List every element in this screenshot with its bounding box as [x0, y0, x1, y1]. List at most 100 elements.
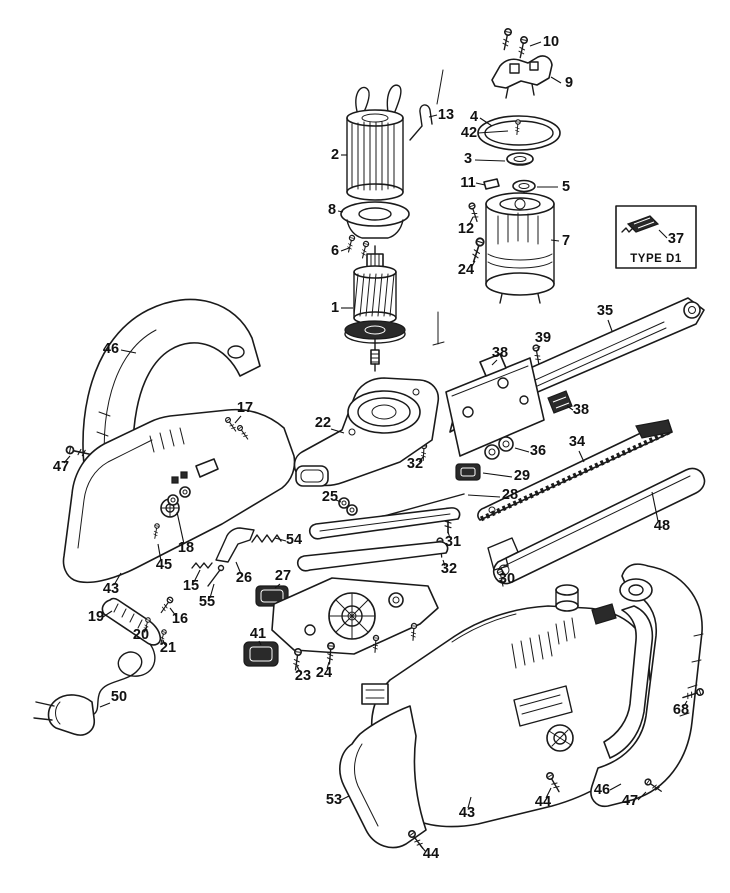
leader-line [193, 569, 201, 583]
part-label: 47 [622, 793, 638, 809]
part-label: 22 [315, 415, 331, 431]
bearing-plate [340, 201, 410, 260]
leader-line [162, 639, 166, 646]
part-label: 32 [407, 456, 423, 472]
support-bars [296, 507, 461, 572]
leader-line [330, 428, 345, 434]
leader-line [468, 216, 474, 226]
leader-line [658, 229, 668, 239]
leader-line [447, 531, 451, 539]
leader-line [514, 447, 530, 453]
part-label: 2 [331, 147, 339, 163]
leader-line [470, 260, 476, 269]
part-label: 8 [328, 202, 336, 218]
saw-blade [477, 419, 673, 522]
leader-line [683, 700, 688, 707]
part-label: 6 [331, 243, 339, 259]
part-label: 50 [111, 689, 127, 705]
part-label: 53 [326, 792, 342, 808]
part-label: 36 [530, 443, 546, 459]
leader-line [99, 702, 111, 708]
part-label: 24 [458, 262, 474, 278]
part-label: 27 [275, 568, 291, 584]
leader-line [335, 499, 342, 503]
leader-line [113, 572, 122, 586]
part-label: 20 [133, 627, 149, 643]
part-label: 26 [236, 570, 252, 586]
motor-housing [467, 192, 555, 304]
part-label: 31 [445, 534, 461, 550]
part-label: 10 [543, 34, 559, 50]
part-label: 44 [535, 794, 551, 810]
part-label: 34 [569, 434, 585, 450]
stray-marks [432, 69, 445, 346]
leader-line [479, 117, 493, 127]
leader-line [340, 795, 350, 801]
part-label: 46 [103, 341, 119, 357]
leader-line [102, 610, 113, 618]
part-label: 39 [535, 330, 551, 346]
leader-line [235, 561, 242, 575]
part-label: 42 [461, 125, 477, 141]
part-label: 19 [88, 609, 104, 625]
part-label: 43 [459, 805, 475, 821]
part-label: 37 [668, 231, 684, 247]
part-label: 23 [295, 668, 311, 684]
part-label: 4 [470, 109, 478, 125]
leader-line [274, 537, 287, 542]
leader-line [63, 455, 71, 464]
part-label: 32 [441, 561, 457, 577]
part-label: 16 [172, 611, 188, 627]
type-d1-box: TYPE D1 [615, 205, 697, 269]
rear-handle [590, 563, 704, 808]
part-label: 18 [178, 540, 194, 556]
leader-line [419, 844, 427, 853]
part-label: 21 [160, 640, 176, 656]
part-label: 29 [514, 468, 530, 484]
leader-line [477, 130, 509, 134]
leader-line [467, 494, 501, 498]
leader-line [326, 661, 330, 670]
part-label: 12 [458, 221, 474, 237]
part-label: 1 [331, 300, 339, 316]
part-label: 7 [562, 233, 570, 249]
leader-line [340, 247, 350, 252]
leader-line [143, 626, 148, 633]
leader-line [578, 450, 585, 463]
part-label: 46 [594, 782, 610, 798]
part-label: 41 [250, 626, 266, 642]
part-label: 44 [423, 846, 439, 862]
drive-plate [243, 577, 439, 672]
part-label: 48 [654, 518, 670, 534]
spacer-rings [338, 497, 358, 516]
leader-line [157, 543, 162, 562]
leader-line [536, 345, 541, 352]
leader-line [474, 159, 506, 162]
leader-line [176, 511, 185, 545]
part-label: 47 [53, 459, 69, 475]
part-label: 13 [438, 107, 454, 123]
leader-line [169, 607, 177, 617]
part-label: 43 [103, 581, 119, 597]
part-label: 45 [156, 557, 172, 573]
type-d1-label: TYPE D1 [630, 253, 682, 265]
leader-line [442, 559, 446, 567]
leader-line [258, 640, 262, 646]
leader-line [418, 456, 424, 463]
leader-line [337, 210, 344, 213]
leader-line [482, 472, 513, 478]
part-label: 28 [502, 487, 518, 503]
part-label: 24 [316, 665, 332, 681]
part-label: 38 [492, 345, 508, 361]
leader-line [637, 791, 647, 801]
part-label: 15 [183, 578, 199, 594]
leader-line [607, 319, 613, 332]
blade-guide [492, 467, 706, 585]
leader-line [209, 583, 215, 599]
part-label: 9 [565, 75, 573, 91]
leader-line [296, 665, 301, 673]
leader-line [651, 491, 659, 522]
leader-line [550, 76, 562, 84]
